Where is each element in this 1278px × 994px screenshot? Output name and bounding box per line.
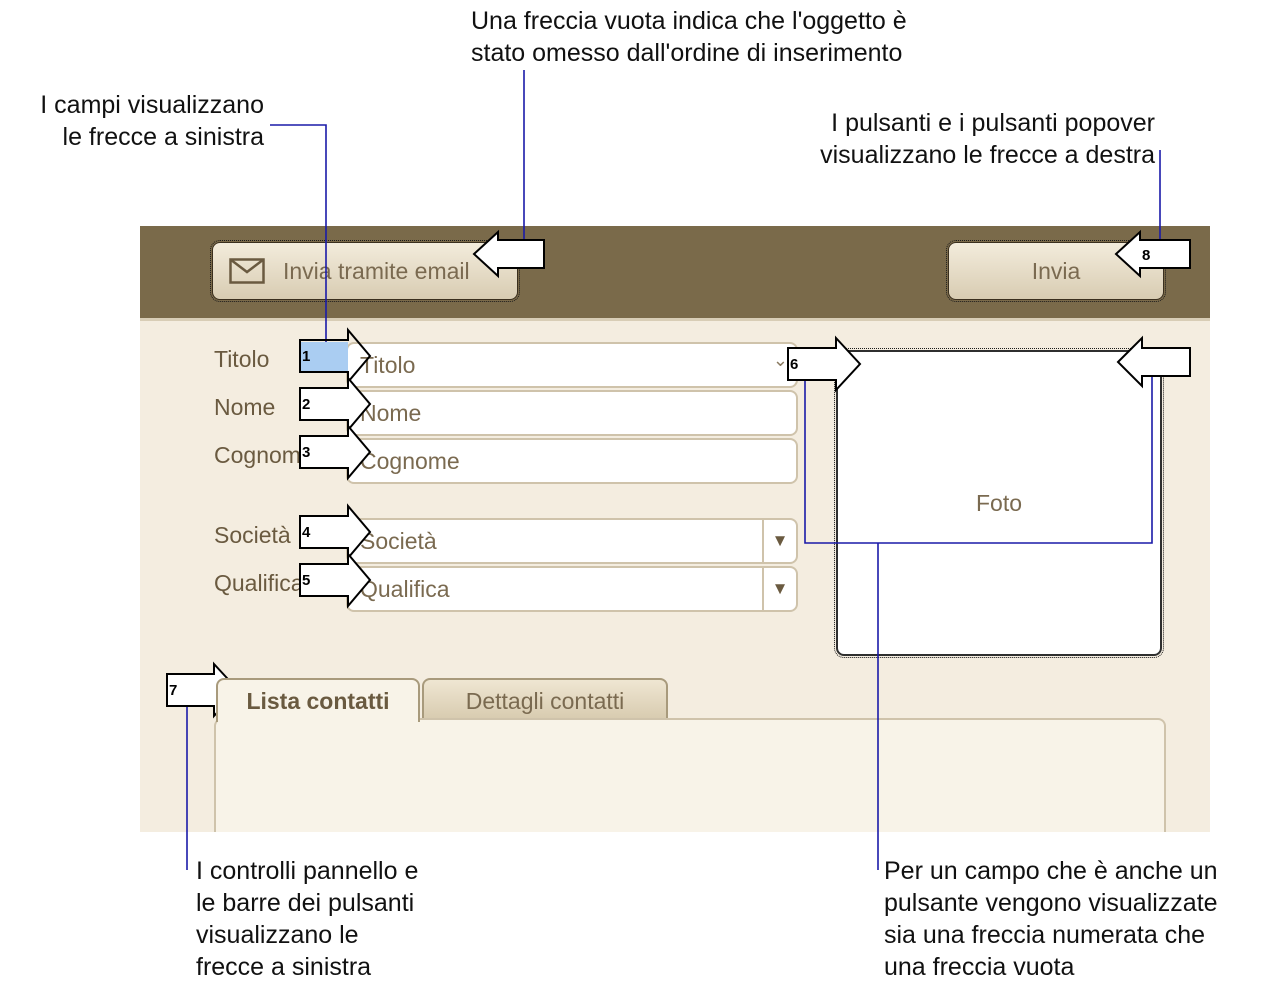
callout-omitted-arrow: Una freccia vuota indica che l'oggetto è… xyxy=(471,7,907,67)
callout-buttons-right-arrows: I pulsanti e i pulsanti popover visualiz… xyxy=(820,109,1155,169)
job-title-value: Qualifica xyxy=(360,575,450,602)
last-name-value: Cognome xyxy=(360,447,460,474)
email-button[interactable]: Invia tramite email xyxy=(210,240,520,302)
title-popup[interactable]: Titolo ⌄ xyxy=(346,342,798,388)
tab-panel xyxy=(214,718,1166,832)
company-combobox[interactable]: Società ▼ xyxy=(346,518,798,564)
tab-contact-list-label: Lista contatti xyxy=(246,687,390,714)
envelope-icon xyxy=(229,258,265,284)
app-window: Invia tramite email Invia Titolo Nome Co… xyxy=(140,226,1210,832)
callout-panel-controls: I controlli pannello e le barre dei puls… xyxy=(196,857,419,981)
first-name-value: Nome xyxy=(360,399,422,426)
toolbar: Invia tramite email Invia xyxy=(140,226,1210,321)
tab-contact-details-label: Dettagli contatti xyxy=(465,687,625,714)
email-button-label: Invia tramite email xyxy=(283,257,470,284)
label-first-name: Nome xyxy=(214,394,276,420)
tab-contact-details[interactable]: Dettagli contatti xyxy=(422,678,668,722)
photo-label: Foto xyxy=(975,489,1023,516)
tab-contact-list[interactable]: Lista contatti xyxy=(216,678,420,722)
dropdown-arrow-icon[interactable]: ▼ xyxy=(762,520,796,562)
send-button[interactable]: Invia xyxy=(946,240,1166,302)
photo-field[interactable]: Foto xyxy=(834,348,1164,658)
title-popup-value: Titolo xyxy=(360,351,416,378)
callout-fields-left-arrows: I campi visualizzano le frecce a sinistr… xyxy=(40,91,264,151)
send-button-label: Invia xyxy=(1031,257,1081,284)
chevron-down-icon: ⌄ xyxy=(772,350,788,370)
label-job-title: Qualifica xyxy=(214,570,304,596)
callout-field-button: Per un campo che è anche un pulsante ven… xyxy=(884,857,1218,981)
label-company: Società xyxy=(214,522,291,548)
job-title-combobox[interactable]: Qualifica ▼ xyxy=(346,566,798,612)
dropdown-arrow-icon[interactable]: ▼ xyxy=(762,568,796,610)
label-title: Titolo xyxy=(214,346,270,372)
last-name-field[interactable]: Cognome xyxy=(346,438,798,484)
first-name-field[interactable]: Nome xyxy=(346,390,798,436)
company-value: Società xyxy=(360,527,437,554)
label-last-name: Cognome xyxy=(214,442,314,468)
